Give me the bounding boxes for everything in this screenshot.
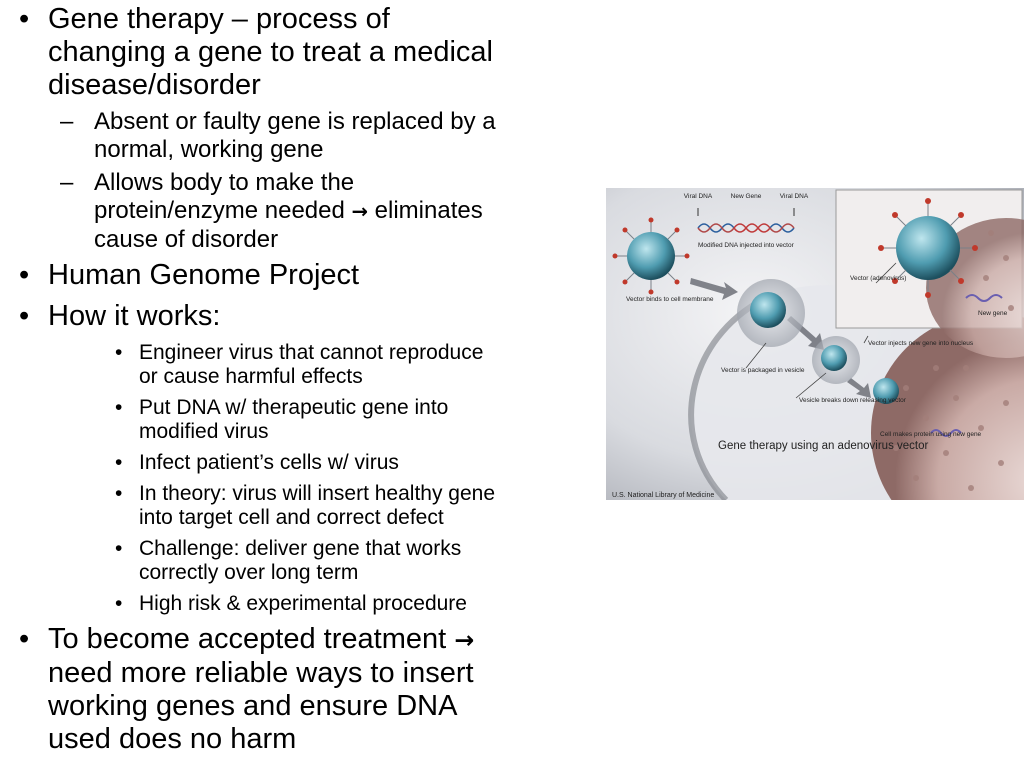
bullet-gene-therapy: • Gene therapy – process of changing a g… (0, 3, 493, 102)
bullet-accepted-treatment: • To become accepted treatment → need mo… (0, 623, 474, 756)
bullet-text-line: modified virus (139, 420, 269, 443)
virus-icon (873, 378, 899, 404)
bullet-text-line: or cause harmful effects (139, 365, 363, 388)
gene-therapy-illustration: Viral DNA New Gene Viral DNA Modified DN… (606, 188, 1024, 500)
bullet-text-line: disease/disorder (48, 69, 261, 101)
small-bullet-marker: • (115, 341, 123, 364)
bullet-how-it-works: • How it works: (0, 300, 220, 333)
label-vector-injects: Vector injects new gene into nucleus (868, 340, 974, 347)
small-bullet-marker: • (115, 537, 123, 560)
bullet-text-line: In theory: virus will insert healthy gen… (139, 482, 496, 505)
bullet-text-line: Human Genome Project (48, 259, 360, 291)
virus-in-vesicle-icon (737, 279, 805, 347)
bullet-text-line: How it works: (48, 300, 221, 332)
new-gene-dna-icon (965, 294, 1003, 302)
nucleus-shape (871, 313, 1024, 500)
arrow-right-icon: → (351, 200, 368, 223)
nuclear-pores (893, 230, 1014, 491)
virus-large-icon (878, 198, 978, 298)
virus-in-vesicle-icon (812, 336, 860, 384)
bullet-text-line: need more reliable ways to insert (48, 657, 474, 689)
bullet-text-line: changing a gene to treat a medical (48, 36, 493, 68)
bullet-text-line: correctly over long term (139, 561, 359, 584)
sub-bullet-allows-body: – Allows body to make the protein/enzyme… (0, 169, 483, 254)
step-high-risk: • High risk & experimental procedure (0, 592, 467, 616)
bullet-text-line: working genes and ensure DNA (48, 690, 458, 722)
bullet-text-line: normal, working gene (94, 136, 324, 163)
bullet-text-line: Infect patient’s cells w/ virus (139, 451, 399, 474)
bullet-text-line: Gene therapy – process of (48, 3, 390, 35)
step-challenge: • Challenge: deliver gene that works cor… (0, 537, 461, 585)
small-bullet-marker: • (115, 451, 123, 474)
bullet-text-line: Absent or faulty gene is replaced by a (94, 108, 496, 135)
arrow-right-icon: → (454, 626, 475, 654)
bullet-marker: • (19, 259, 30, 291)
bullet-text-line: eliminates (368, 197, 483, 224)
bullet-text-line: Put DNA w/ therapeutic gene into (139, 396, 449, 419)
bullet-text-line: Allows body to make the (94, 169, 355, 196)
label-vector-adenovirus: Vector (adenovirus) (850, 275, 906, 282)
bullet-text-line: Engineer virus that cannot reproduce (139, 341, 484, 364)
illustration-caption: Gene therapy using an adenovirus vector (718, 440, 928, 452)
bullet-text-line: To become accepted treatment (48, 623, 455, 655)
small-bullet-marker: • (115, 592, 123, 615)
illustration-credit: U.S. National Library of Medicine (612, 492, 714, 499)
label-viral-dna-right: Viral DNA (780, 193, 809, 200)
protein-dna-icon (930, 429, 962, 437)
dash-marker: – (60, 169, 74, 196)
label-modified-dna: Modified DNA injected into vector (698, 242, 795, 249)
label-cell-makes-protein: Cell makes protein using new gene (880, 431, 982, 438)
label-vector-packaged: Vector is packaged in vesicle (721, 367, 805, 374)
label-vesicle-breaks: Vesicle breaks down releasing vector (799, 397, 907, 404)
label-viral-dna-left: Viral DNA (684, 193, 713, 200)
label-new-gene: New Gene (731, 193, 762, 200)
bullet-text-line: cause of disorder (94, 226, 279, 253)
step-in-theory: • In theory: virus will insert healthy g… (0, 482, 495, 530)
bullet-text-line: protein/enzyme needed (94, 197, 352, 224)
virus-icon (612, 217, 690, 295)
dash-marker: – (60, 108, 74, 135)
sub-bullet-absent-gene: – Absent or faulty gene is replaced by a… (0, 108, 496, 164)
bullet-text-line: Challenge: deliver gene that works (139, 537, 462, 560)
bullet-human-genome: • Human Genome Project (0, 259, 359, 292)
bullet-text-line: used does no harm (48, 723, 297, 755)
small-bullet-marker: • (115, 396, 123, 419)
bullet-text-line: High risk & experimental procedure (139, 592, 467, 615)
label-pointer-lines (745, 262, 897, 399)
bullet-marker: • (19, 3, 30, 35)
label-vector-binds: Vector binds to cell membrane (626, 296, 714, 303)
dna-strands-icon (697, 223, 795, 233)
step-put-dna: • Put DNA w/ therapeutic gene into modif… (0, 396, 448, 444)
bullet-marker: • (19, 623, 30, 655)
bullet-text-line: into target cell and correct defect (139, 506, 444, 529)
small-bullet-marker: • (115, 482, 123, 505)
step-infect-cells: • Infect patient’s cells w/ virus (0, 451, 399, 475)
step-engineer-virus: • Engineer virus that cannot reproduce o… (0, 341, 483, 389)
bullet-marker: • (19, 300, 30, 332)
label-new-gene-right: New gene (978, 310, 1008, 317)
